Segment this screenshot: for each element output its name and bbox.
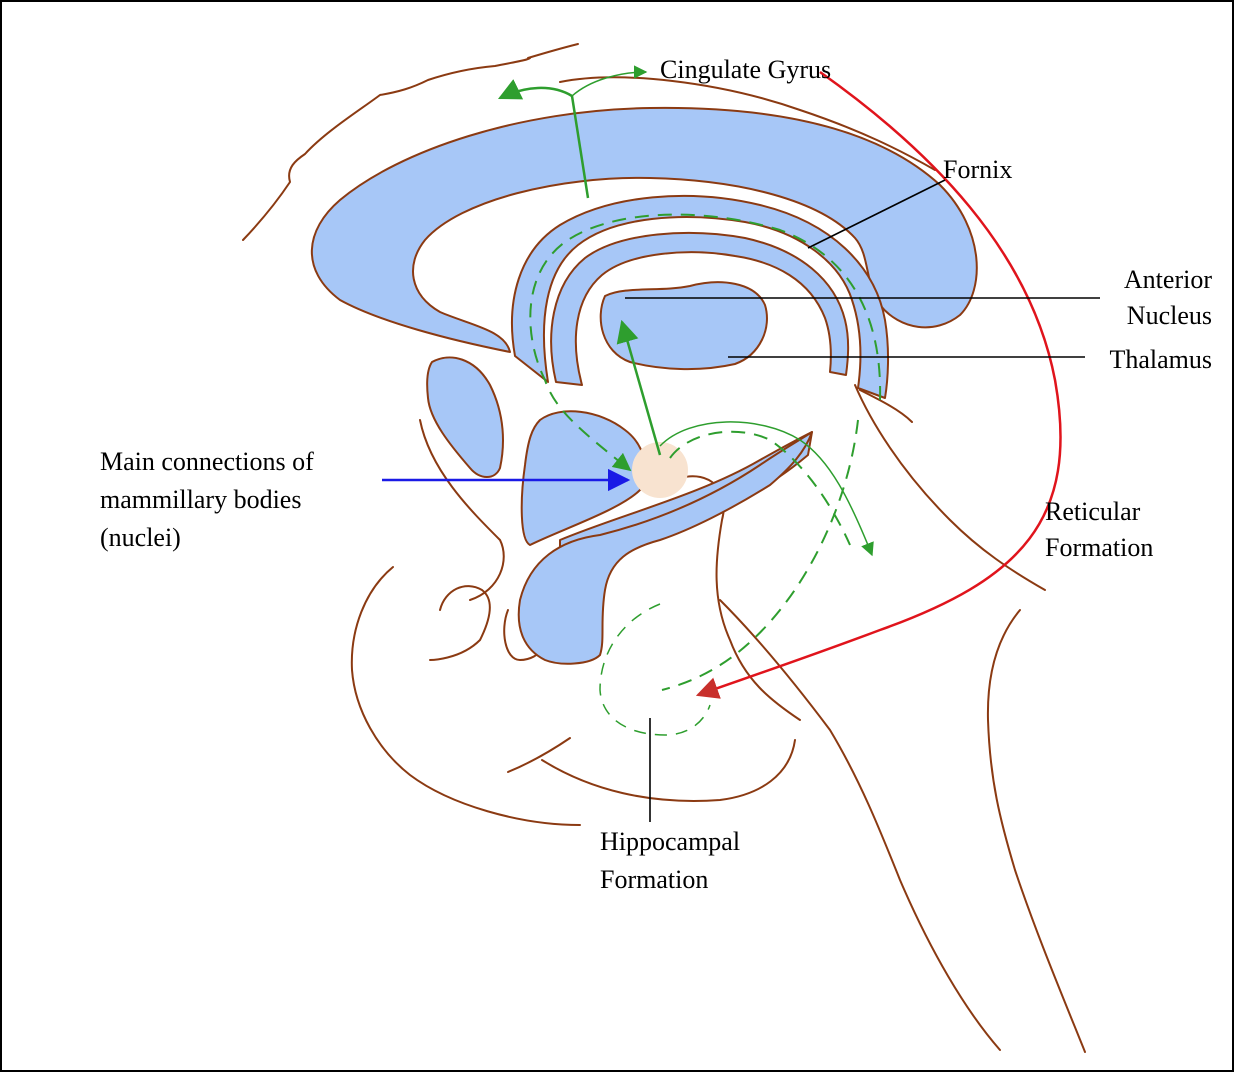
label-reticular-1: Reticular bbox=[1045, 497, 1141, 526]
label-cingulate-gyrus: Cingulate Gyrus bbox=[660, 55, 831, 84]
basal-contour bbox=[430, 586, 490, 660]
cingulate-branch-left bbox=[500, 88, 572, 98]
label-mammillary-2: mammillary bodies bbox=[100, 485, 301, 514]
hippocampal-lower bbox=[542, 740, 795, 801]
label-hippocampal-1: Hippocampal bbox=[600, 827, 740, 856]
mammillary-body bbox=[632, 442, 688, 498]
medulla-contour bbox=[988, 610, 1085, 1052]
thalamus-region bbox=[601, 282, 767, 369]
label-anterior-nucleus-1: Anterior bbox=[1124, 265, 1212, 294]
label-mammillary-1: Main connections of bbox=[100, 447, 314, 476]
pons-contour bbox=[720, 600, 1000, 1050]
label-mammillary-3: (nuclei) bbox=[100, 523, 181, 552]
label-hippocampal-2: Formation bbox=[600, 865, 708, 894]
label-anterior-nucleus-2: Nucleus bbox=[1127, 301, 1212, 330]
cortex-surface-top bbox=[528, 44, 578, 58]
label-fornix: Fornix bbox=[943, 155, 1012, 184]
temporal-inner bbox=[508, 738, 570, 772]
hippocampal-loop bbox=[600, 604, 710, 735]
cingulate-branch-right bbox=[572, 72, 646, 96]
label-reticular-2: Formation bbox=[1045, 533, 1153, 562]
brain-regions bbox=[312, 108, 977, 664]
septal-region bbox=[427, 357, 503, 477]
brainstem-anterior bbox=[855, 385, 1045, 590]
label-thalamus: Thalamus bbox=[1109, 345, 1212, 374]
